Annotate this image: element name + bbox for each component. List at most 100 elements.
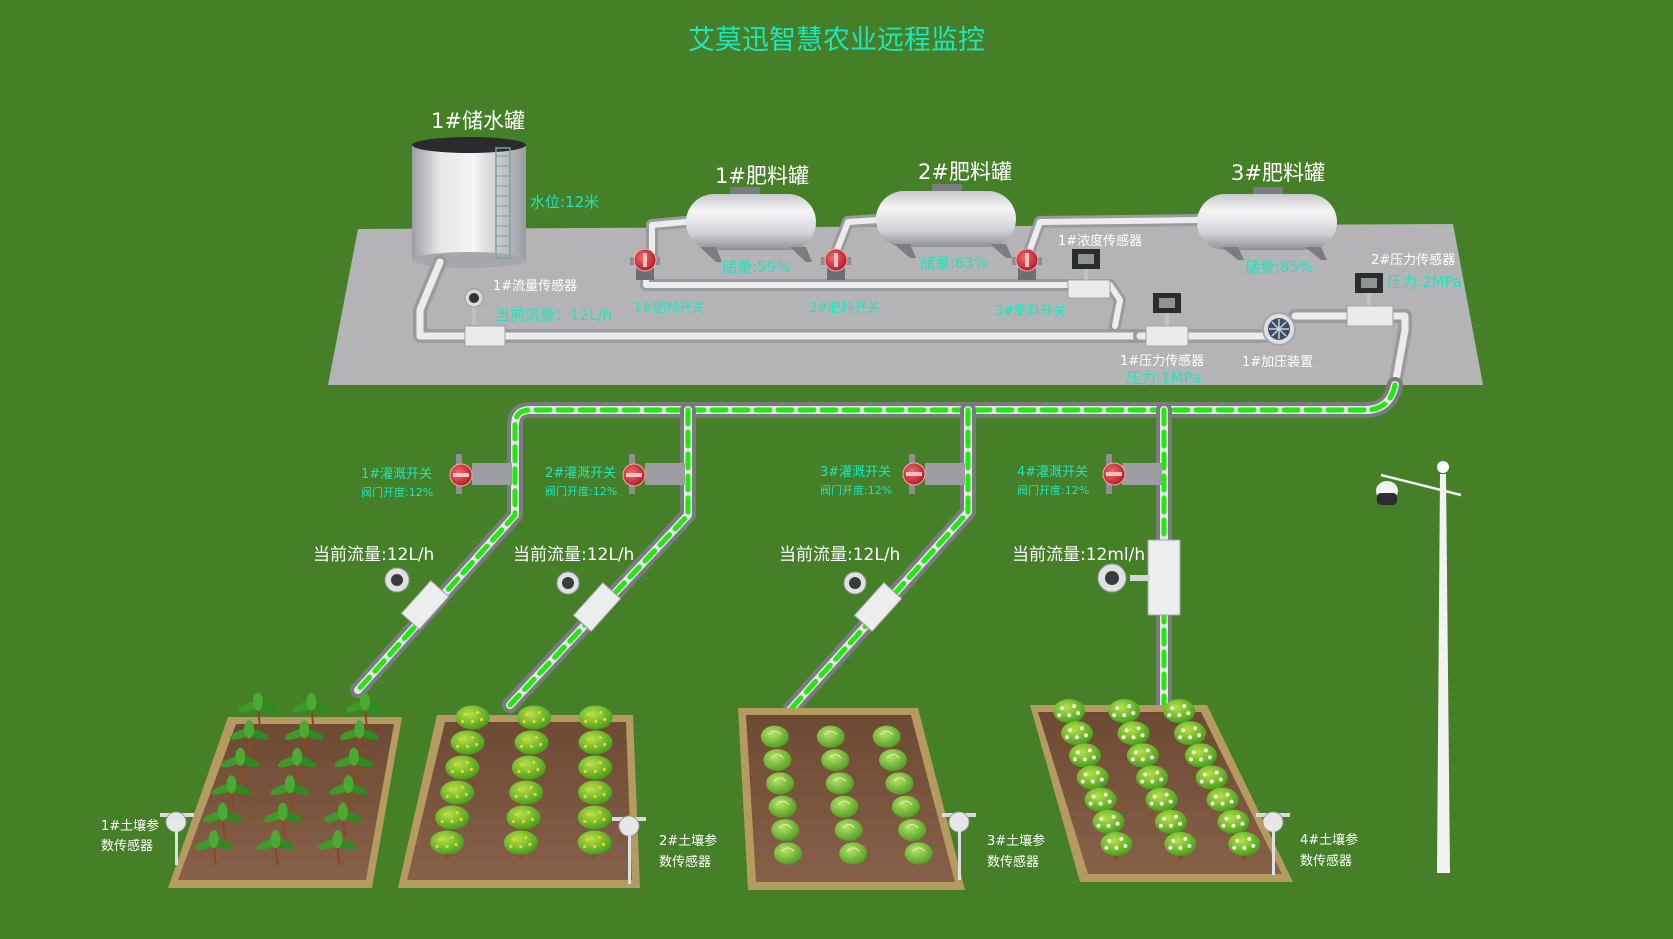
palm-plant (329, 775, 368, 810)
orange-tree (450, 730, 485, 759)
pressure-sensor-1-graphic (1145, 293, 1189, 347)
cabbage-plant (816, 725, 845, 748)
flowering-tree (1076, 765, 1109, 794)
field-1-palm (168, 717, 402, 888)
irrigation-valve-2-graphic (622, 454, 685, 494)
flow-meter-3-graphic (843, 571, 903, 633)
palm-plant (270, 775, 310, 810)
fertilizer-tank-3-storage: 储量:85% (1245, 258, 1314, 276)
palm-plant (229, 720, 269, 755)
equipment-platform (328, 224, 1483, 385)
flowering-tree (1053, 699, 1086, 728)
fertilizer-valve-1-graphic (630, 248, 660, 280)
flowering-tree (1100, 831, 1133, 860)
fertilizer-tank-1-storage: 储量:59% (722, 258, 791, 276)
cabbage-plant (830, 795, 859, 818)
irrigation-main-pipe (350, 377, 1403, 718)
flow-meter-1-graphic (384, 567, 450, 631)
irrigation-valve-4-graphic (1102, 454, 1162, 494)
palm-plant (238, 692, 278, 727)
flowering-tree (1126, 743, 1159, 772)
soil-sensor-1-line2: 数传感器 (101, 839, 154, 854)
concentration-sensor-graphic (1067, 249, 1111, 299)
flowering-tree (1060, 721, 1093, 750)
water-level-value: 水位:12米 (530, 193, 600, 211)
palm-plant (220, 747, 260, 782)
flowering-tree (1217, 809, 1250, 838)
cabbage-plant (891, 795, 920, 818)
cabbage-plant (768, 795, 797, 818)
flowering-tree (1163, 699, 1196, 728)
pressure-sensor-2-value: 压力:2MPa (1387, 273, 1463, 291)
pressure-sensor-1-value: 压力:1MPa (1126, 369, 1202, 387)
water-tank-name: 1#储水罐 (431, 109, 525, 133)
soil-sensor-1-line1: 1#土壤参 (101, 819, 160, 834)
cabbage-plant (879, 749, 908, 771)
cabbage-plant (773, 842, 802, 865)
orange-tree (511, 755, 546, 784)
fertilizer-tank-1-graphic (686, 187, 816, 262)
flowering-tree (1164, 831, 1197, 860)
palm-plant (340, 720, 379, 755)
fertilizer-valve-2-graphic (821, 248, 851, 280)
flowering-tree (1145, 787, 1178, 816)
soil-sensor-1-label: 1#土壤参 数传感器 (101, 817, 159, 857)
orange-tree (455, 705, 490, 734)
irrigation-valve-4-name[interactable]: 4#灌溉开关 (1017, 465, 1089, 480)
palm-plant (194, 830, 234, 865)
palm-plant (263, 802, 303, 837)
fertilizer-switch-1-label[interactable]: 1#肥料开关 (634, 301, 706, 316)
fertilizer-tank-2-graphic (876, 184, 1016, 258)
irrigation-valve-3-graphic (902, 454, 965, 494)
flowering-tree (1228, 831, 1261, 860)
pressure-sensor-2-name: 2#压力传感器 (1371, 253, 1456, 268)
soil-sensor-1-graphic (160, 811, 194, 865)
flowering-tree (1136, 765, 1169, 794)
irrigation-valve-1-graphic (449, 454, 512, 494)
palm-plant (212, 775, 251, 810)
irrigation-valve-3-name[interactable]: 3#灌溉开关 (820, 465, 892, 480)
orange-tree (445, 755, 480, 784)
cabbage-plant (825, 772, 854, 795)
pressure-sensor-1-name: 1#压力传感器 (1120, 354, 1205, 369)
fertilizer-switch-3-label[interactable]: 3#肥料开关 (995, 304, 1067, 319)
cabbage-plant (898, 819, 927, 841)
page-title: 艾莫迅智慧农业远程监控 (688, 25, 985, 56)
fertilizer-valve-3-graphic (1012, 248, 1042, 280)
soil-sensor-3-label: 3#土壤参 数传感器 (987, 831, 1045, 873)
flow-meter-4-graphic (1097, 539, 1181, 616)
irrigation-valve-3-opening: 阀门开度:12% (820, 484, 893, 497)
orange-tree (578, 730, 613, 759)
flowering-tree (1108, 699, 1141, 728)
flowering-tree (1092, 809, 1125, 838)
palm-plant (323, 802, 363, 837)
flow-sensor-main-name: 1#流量传感器 (493, 279, 578, 294)
soil-sensor-2-graphic (612, 815, 646, 884)
cabbage-plant (763, 749, 792, 771)
soil-sensor-3-graphic (942, 811, 976, 880)
fertilizer-tank-2-name: 2#肥料罐 (918, 160, 1012, 184)
irrigation-valve-2-name[interactable]: 2#灌溉开关 (545, 466, 617, 481)
orange-tree (578, 705, 613, 734)
branch-3-flow: 当前流量:12L/h (779, 545, 901, 565)
branch-1-flow: 当前流量:12L/h (313, 545, 435, 565)
orange-tree (506, 805, 541, 834)
orange-tree (578, 780, 613, 809)
branch-2-flow: 当前流量:12L/h (513, 545, 635, 565)
soil-sensor-2-line1: 2#土壤参 (659, 834, 718, 849)
flowering-tree (1184, 743, 1217, 772)
orange-tree (577, 805, 612, 834)
flowering-tree (1117, 721, 1150, 750)
orange-tree (509, 780, 544, 809)
irrigation-valve-1-name[interactable]: 1#灌溉开关 (361, 467, 433, 482)
fertilizer-switch-2-label[interactable]: 2#肥料开关 (809, 301, 881, 316)
irrigation-valve-2-opening: 阀门开度:12% (545, 485, 618, 498)
cabbage-plant (885, 772, 914, 795)
orange-tree (577, 830, 612, 859)
branch-4-flow: 当前流量:12ml/h (1012, 545, 1146, 565)
palm-plant (345, 692, 385, 727)
fertilizer-tank-2-storage: 储量:63% (920, 254, 989, 272)
orange-tree (440, 780, 475, 809)
palm-plant (284, 720, 324, 755)
cabbage-plant (771, 819, 800, 841)
